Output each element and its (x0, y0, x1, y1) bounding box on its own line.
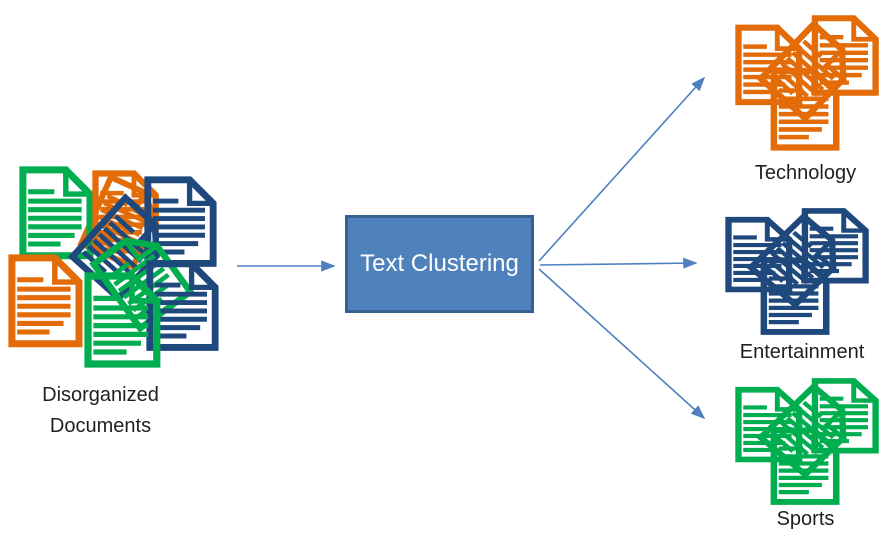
disorganized-documents-label: Disorganized Documents (42, 384, 159, 437)
arrow-box-to-technology (538, 76, 706, 262)
arrow-box-to-entertainment (539, 257, 698, 269)
sports-label: Sports (776, 508, 835, 530)
text-clustering-box: Text Clustering (345, 215, 534, 313)
entertainment-documents-icon (723, 206, 870, 338)
technology-documents-icon (733, 13, 880, 154)
disorganized-documents-icon (4, 160, 219, 380)
entertainment-label: Entertainment (739, 341, 865, 363)
text-clustering-box-label: Text Clustering (360, 250, 519, 277)
document-icon (12, 258, 79, 344)
technology-label: Technology (754, 162, 857, 184)
arrow-box-to-sports (538, 268, 706, 420)
sports-documents-icon (733, 376, 880, 508)
